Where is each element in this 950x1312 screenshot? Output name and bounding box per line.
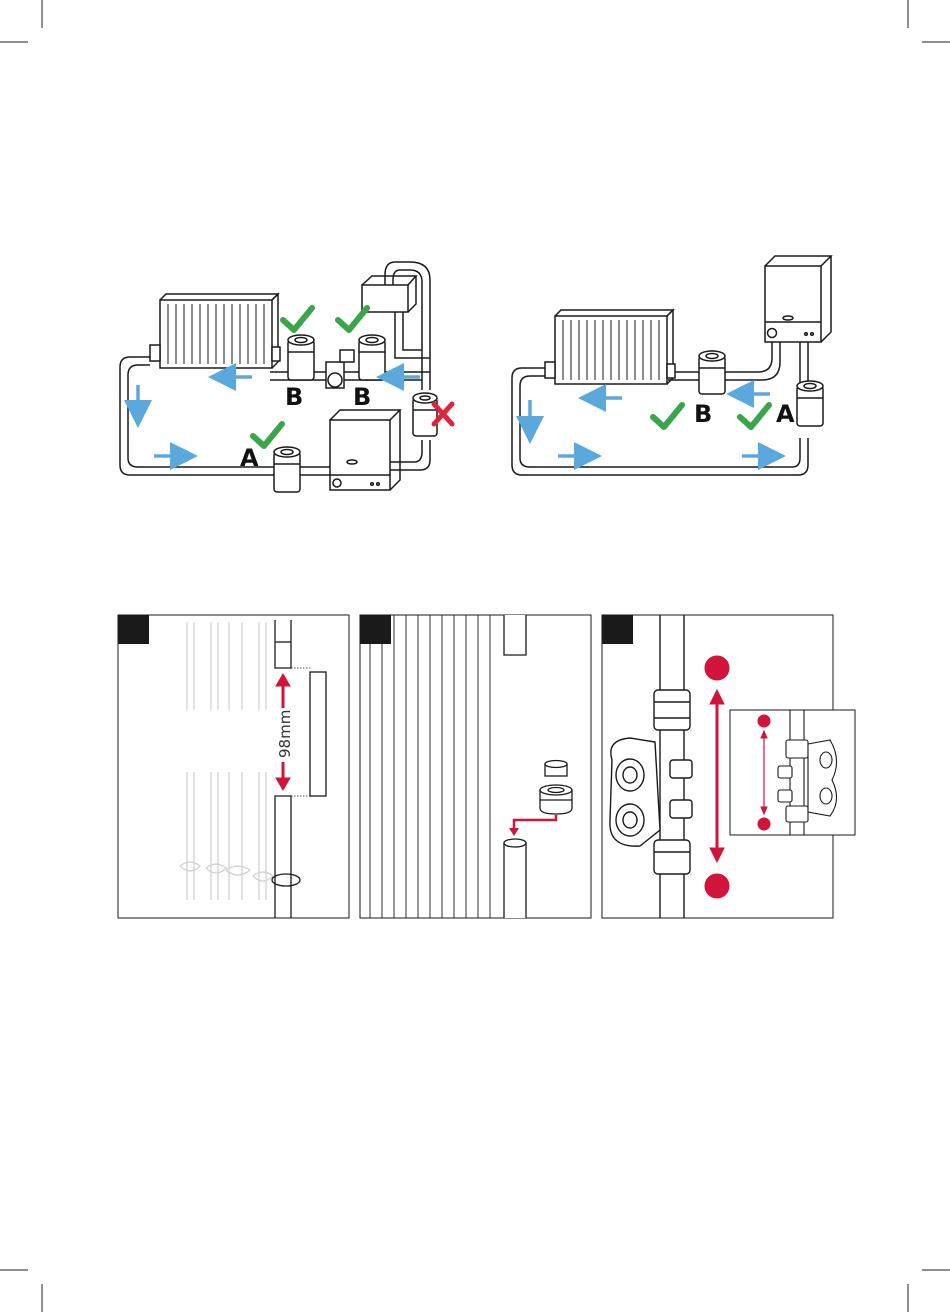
filter-icon bbox=[274, 447, 300, 492]
marker-dot bbox=[705, 874, 729, 898]
marker-dot bbox=[758, 715, 770, 727]
step-number-badge bbox=[118, 615, 149, 644]
label-b-radiator-return: B bbox=[694, 400, 712, 428]
step-number-badge bbox=[360, 615, 391, 644]
pipe-gap-measurement: 98mm bbox=[276, 710, 294, 758]
label-b-radiator: B bbox=[285, 383, 303, 411]
label-a-boiler-return: A bbox=[776, 400, 795, 428]
filter-icon bbox=[797, 381, 823, 426]
step-panel-2 bbox=[360, 615, 591, 918]
check-icon bbox=[740, 405, 769, 427]
radiator-icon bbox=[545, 310, 675, 384]
label-b-valve: B bbox=[353, 383, 371, 411]
marker-dot bbox=[705, 656, 729, 680]
boiler-icon bbox=[330, 410, 400, 490]
feed-tank-icon bbox=[362, 276, 416, 312]
inset-detail bbox=[730, 710, 855, 835]
boiler-icon bbox=[765, 256, 831, 342]
filter-icon bbox=[288, 335, 314, 380]
label-a-boiler: A bbox=[240, 444, 259, 472]
marker-dot bbox=[758, 818, 770, 830]
valve-icon bbox=[326, 350, 354, 388]
step-panel-3 bbox=[602, 615, 855, 918]
step-number-badge bbox=[602, 615, 633, 644]
flow-arrows bbox=[530, 394, 772, 456]
check-icon bbox=[338, 308, 367, 330]
radiator-icon bbox=[150, 294, 280, 368]
step-panel-1: 98mm bbox=[118, 615, 349, 918]
check-icon bbox=[253, 424, 282, 446]
filter-icon bbox=[359, 335, 385, 380]
filter-icon bbox=[413, 393, 437, 436]
check-icon bbox=[283, 308, 312, 330]
check-icon bbox=[653, 405, 682, 427]
filter-icon bbox=[699, 351, 725, 394]
system-diagram-sealed bbox=[512, 256, 831, 475]
